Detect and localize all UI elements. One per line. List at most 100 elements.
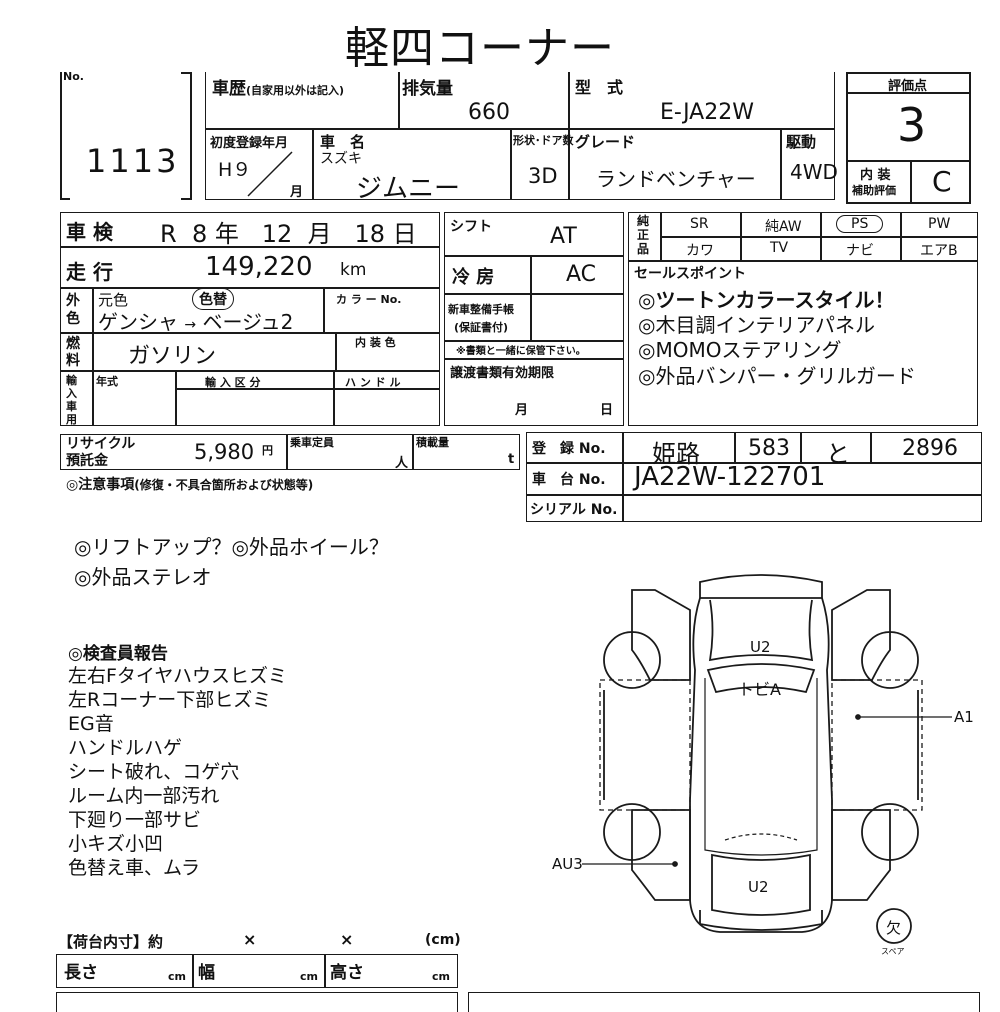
header-grid bbox=[205, 72, 835, 200]
first-reg-label: 初度登録年月 bbox=[210, 136, 289, 151]
right-rear-fender bbox=[831, 809, 891, 901]
inspector-label: ◎検査員報告 bbox=[68, 644, 168, 664]
shaken-label: 車 検 bbox=[66, 220, 113, 244]
sales-point-1: ◎ツートンカラースタイル！ bbox=[638, 288, 895, 312]
roof bbox=[704, 678, 818, 856]
chassis-value: JA22W-122701 bbox=[634, 462, 826, 492]
chassis-label: 車 台 No. bbox=[532, 472, 606, 488]
body-doors-value: 3D bbox=[528, 164, 558, 188]
maker: スズキ bbox=[320, 151, 362, 167]
displacement-value: 660 bbox=[468, 100, 510, 125]
lot-number: 1113 bbox=[86, 142, 180, 180]
color-no-label: カ ラ ー No. bbox=[336, 293, 402, 306]
left-rear-wheel bbox=[603, 803, 661, 861]
spare-tire-mark bbox=[876, 908, 912, 944]
car-name-label: 車 名 bbox=[320, 133, 366, 151]
grade-label: グレード bbox=[575, 133, 636, 151]
note-item-2: ◎外品ステレオ bbox=[74, 565, 212, 589]
mark-right: A1 bbox=[954, 708, 974, 726]
import-label: 輸入車用 bbox=[66, 374, 77, 426]
maintenance-note: ※書類と一緒に保管下さい。 bbox=[456, 346, 586, 357]
capacity-unit: 人 bbox=[395, 456, 409, 471]
inspector-item-2: 左Rコーナー下部ヒズミ bbox=[68, 689, 272, 711]
inspector-item-9: 色替え車、ムラ bbox=[68, 857, 201, 879]
inspector-item-8: 小キズ小凹 bbox=[68, 833, 164, 855]
equip-leather: カワ bbox=[686, 243, 714, 259]
equip-airbag: エアB bbox=[920, 243, 958, 259]
sales-point-4: ◎外品バンパー・グリルガード bbox=[638, 364, 916, 388]
inspector-item-3: EG音 bbox=[68, 713, 114, 735]
mark-bottom: U2 bbox=[748, 878, 769, 896]
equip-ps: PS bbox=[836, 215, 884, 233]
serial-label: シリアル No. bbox=[530, 502, 618, 518]
mileage-label: 走 行 bbox=[66, 260, 113, 284]
left-door bbox=[599, 679, 691, 811]
right-door bbox=[831, 679, 923, 811]
equip-aw: 純AW bbox=[765, 219, 802, 235]
drive-value: 4WD bbox=[790, 160, 838, 184]
mark-roof: トビA bbox=[738, 680, 781, 699]
inspector-item-1: 左右Fタイヤハウスヒズミ bbox=[68, 665, 287, 687]
lot-number-label: No. bbox=[63, 70, 84, 83]
cargo-width-unit: cm bbox=[300, 970, 318, 983]
body-doors-label: 形状･ドア数 bbox=[513, 134, 574, 147]
capacity-label: 乗車定員 bbox=[290, 436, 334, 449]
inspector-item-6: ルーム内一部汚れ bbox=[68, 785, 220, 807]
original-color-label: 元色 bbox=[98, 291, 129, 309]
cargo-length-label: 長さ bbox=[64, 963, 98, 983]
cargo-label: 【荷台内寸】約 bbox=[58, 933, 164, 951]
registration-number: 2896 bbox=[902, 436, 958, 461]
transfer-label: 譲渡書類有効期限 bbox=[450, 366, 555, 381]
transfer-day-unit: 日 bbox=[600, 403, 614, 418]
score-label: 評価点 bbox=[888, 79, 928, 94]
recycle-label2: 預託金 bbox=[66, 453, 108, 469]
front-bumper bbox=[699, 574, 823, 599]
right-front-fender bbox=[831, 589, 891, 681]
score-box bbox=[846, 72, 971, 204]
mark-top: U2 bbox=[750, 638, 771, 656]
recycle-value: 5,980 bbox=[194, 440, 255, 464]
note-item-1: ◎リフトアップ？◎外品ホイール？ bbox=[74, 535, 389, 559]
left-front-fender bbox=[631, 589, 691, 681]
notes-label: ◎注意事項(修復・不具合箇所および状態等) bbox=[66, 477, 314, 493]
spare-label: スペア bbox=[881, 947, 905, 956]
slash-mark bbox=[247, 151, 293, 197]
shaken-date: R 8 年 12 月 18 日 bbox=[160, 220, 417, 248]
color-side-label: 外色 bbox=[66, 293, 80, 327]
inspector-item-5: シート破れ、コゲ穴 bbox=[68, 761, 240, 783]
cargo-length-unit: cm bbox=[168, 970, 186, 983]
first-reg-year: H９ bbox=[218, 159, 252, 181]
left-rear-fender bbox=[631, 809, 691, 901]
right-front-wheel bbox=[861, 631, 919, 689]
model-label: 型 式 bbox=[575, 78, 624, 97]
ac-value: AC bbox=[566, 262, 597, 287]
mark-left: AU3 bbox=[552, 855, 583, 873]
ac-label: 冷 房 bbox=[452, 267, 495, 288]
registration-kana: と bbox=[826, 440, 850, 468]
first-reg-month-unit: 月 bbox=[290, 185, 304, 200]
windshield bbox=[706, 663, 816, 694]
drive-label: 駆動 bbox=[786, 133, 817, 151]
cargo-x2: × bbox=[340, 930, 354, 949]
sales-point-2: ◎木目調インテリアパネル bbox=[638, 313, 876, 337]
mileage-value: 149,220 bbox=[205, 252, 313, 282]
body-outline bbox=[689, 597, 833, 933]
interior-sub-label: 補助評価 bbox=[852, 184, 896, 197]
page-title: 軽四コーナー bbox=[345, 23, 615, 74]
recycle-label: リサイクル bbox=[66, 436, 136, 452]
transfer-month-unit: 月 bbox=[515, 403, 529, 418]
shift-value: AT bbox=[550, 224, 577, 249]
import-category-label: 輸 入 区 分 bbox=[205, 376, 261, 389]
cargo-height-unit: cm bbox=[432, 970, 450, 983]
import-year-label: 年式 bbox=[96, 375, 118, 388]
interior-color-label: 内 装 色 bbox=[355, 336, 396, 349]
sales-points-label: セールスポイント bbox=[634, 266, 746, 282]
hood bbox=[708, 599, 814, 662]
interior-label: 内 装 bbox=[860, 168, 891, 183]
fuel-label: 燃料 bbox=[66, 336, 80, 369]
repaint-label: 色替 bbox=[192, 288, 234, 310]
load-label: 積載量 bbox=[416, 436, 449, 449]
inspector-item-4: ハンドルハゲ bbox=[68, 737, 183, 759]
recycle-unit: 円 bbox=[262, 444, 273, 457]
displacement-label: 排気量 bbox=[402, 79, 453, 99]
